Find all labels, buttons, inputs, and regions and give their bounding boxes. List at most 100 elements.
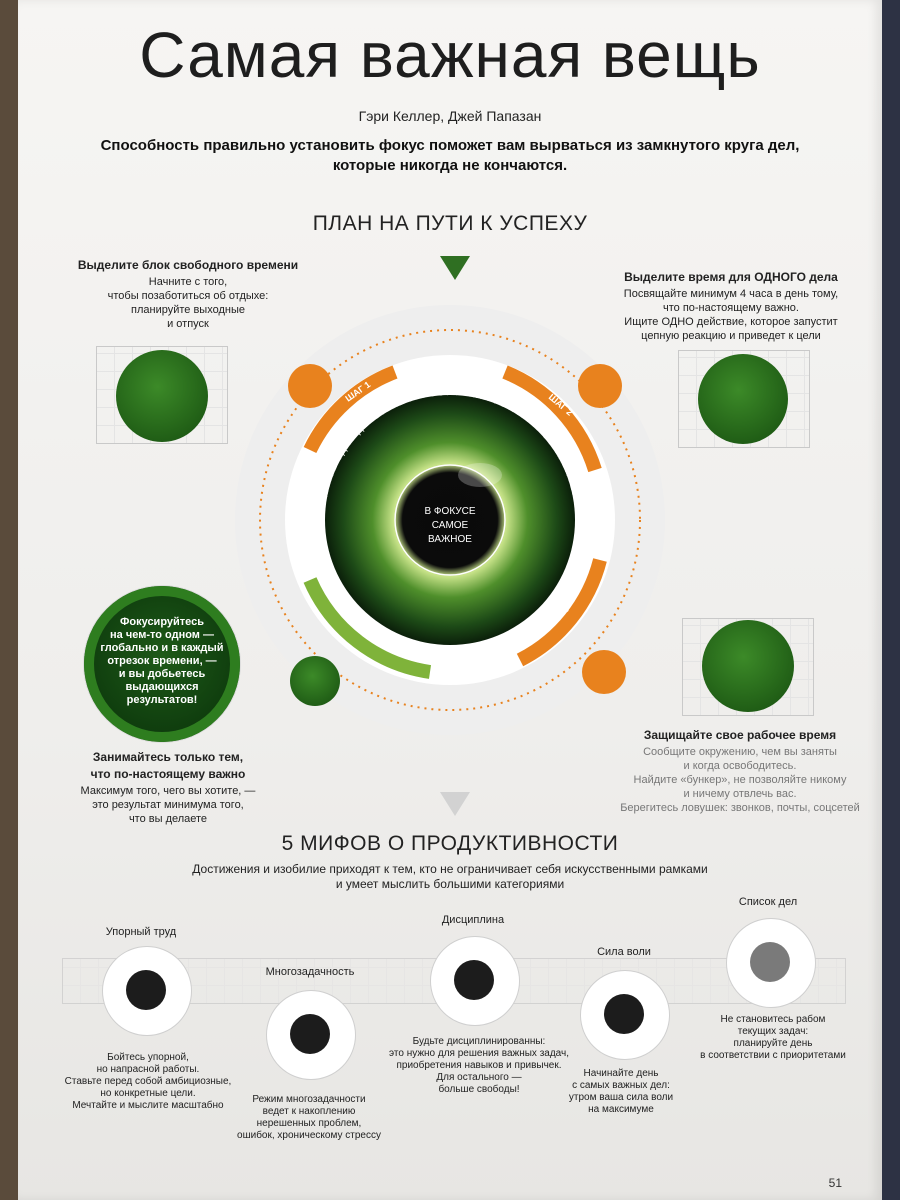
block-heading: Выделите блок свободного времени: [77, 258, 299, 272]
block-important: Занимайтесь только тем, что по-настоящем…: [68, 750, 268, 826]
myth-line: но конкретные цели.: [100, 1088, 196, 1099]
step1-arc: [303, 365, 398, 454]
myth-text: Бойтесь упорной, но напрасной работы. Ст…: [58, 1052, 238, 1112]
block-free-time: Выделите блок свободного времени Начните…: [68, 258, 308, 331]
block-line: Максимум того, чего вы хотите, —: [80, 785, 256, 797]
center-ring: [394, 464, 506, 576]
myth-text: Будьте дисциплинированны: это нужно для …: [374, 1036, 584, 1096]
plan-title: ПЛАН НА ПУТИ К УСПЕХУ: [312, 212, 588, 235]
block-line: Сообщите окружению, чем вы заняты: [643, 746, 837, 758]
grid-icon: [578, 364, 622, 408]
myth-line: Не становитесь рабом: [720, 1014, 826, 1025]
arrow-down-icon: [440, 256, 470, 280]
myth-line: Для остального —: [436, 1072, 522, 1083]
myth-text: Режим многозадачности ведет к накоплению…: [224, 1094, 394, 1142]
myth-line: ошибок, хроническому стрессу: [237, 1130, 381, 1141]
subtitle-line: Способность правильно установить фокус п…: [100, 137, 800, 154]
clock-check-icon: [582, 650, 626, 694]
center-line: ВАЖНОЕ: [428, 534, 472, 545]
block-line: что вы делаете: [128, 813, 208, 825]
subtitle-line: которые никогда не кончаются.: [332, 157, 568, 174]
block-heading: что по-настоящему важно: [90, 767, 246, 781]
myths-title: 5 МИФОВ О ПРОДУКТИВНОСТИ: [281, 832, 619, 855]
block-line: и ничему отвлечь вас.: [683, 788, 797, 800]
myth-text: Начинайте день с самых важных дел: утром…: [546, 1068, 696, 1116]
step3-arc: [516, 558, 607, 667]
focus-circle: [84, 586, 240, 742]
myth-label: Многозадачность: [265, 966, 355, 978]
myth-line: Мечтайте и мыслите масштабно: [72, 1100, 224, 1111]
myth-text: Не становитесь рабом текущих задач: план…: [688, 1014, 858, 1062]
block-heading: Защищайте свое рабочее время: [643, 728, 837, 742]
block-line: Найдите «бункер», не позволяйте никому: [633, 774, 847, 786]
myth-line: утром ваша сила воли: [568, 1092, 674, 1103]
hard-work-icon: [126, 970, 166, 1010]
block-protect-time: Защищайте свое рабочее время Сообщите ок…: [620, 728, 860, 815]
myth-line: приобретения навыков и привычек.: [396, 1060, 562, 1071]
myth-line: планируйте день: [733, 1038, 813, 1049]
focus-line: результатов!: [126, 694, 198, 706]
monitor-icon: [698, 354, 788, 444]
book-page: Самая важная вещь Гэри Келлер, Джей Папа…: [18, 0, 882, 1200]
myth-circle: [580, 970, 670, 1060]
myth-line: Будьте дисциплинированны:: [412, 1036, 546, 1047]
focus-line: на чем-то одном —: [110, 629, 214, 641]
myth-line: Ставьте перед собой амбициозные,: [64, 1076, 232, 1087]
myth-line: ведет к накоплению: [262, 1106, 356, 1117]
myth-label: Упорный труд: [105, 926, 177, 938]
block-line: что по-настоящему важно.: [663, 302, 799, 314]
myth-label: Сила воли: [597, 946, 651, 958]
myth-line: это нужно для решения важных задач,: [389, 1048, 569, 1059]
myth-line: на максимуме: [588, 1104, 654, 1115]
block-heading: Занимайтесь только тем,: [92, 750, 244, 764]
complete-arc: [303, 577, 432, 679]
block-line: это результат минимума того,: [92, 799, 244, 811]
multitasking-icon: [290, 1014, 330, 1054]
page-title: Самая важная вещь: [139, 19, 761, 91]
book-spine: [0, 0, 18, 1200]
myths-subtitle-line: Достижения и изобилие приходят к тем, кт…: [192, 862, 708, 876]
block-line: Посвящайте минимум 4 часа в день тому,: [623, 288, 839, 300]
calendar-clock-icon: [288, 364, 332, 408]
myth-line: текущих задач:: [737, 1026, 809, 1037]
myth-line: Бойтесь упорной,: [107, 1052, 189, 1063]
myth-line: в соответствии с приоритетами: [700, 1050, 846, 1061]
myth-line: больше свободы!: [438, 1084, 520, 1095]
subtitle: Способность правильно установить фокус п…: [78, 136, 822, 176]
book-cover-edge: [882, 0, 900, 1200]
focus-diagram: КАКОЕ ОДНО ДЕЙСТВИЕ УПРОСТИТ ИЛИ УСТРАНИ…: [235, 305, 665, 735]
center-line: САМОЕ: [432, 520, 469, 531]
myth-label: Дисциплина: [441, 914, 505, 926]
focus-line: Фокусируйтесь: [119, 616, 205, 628]
focus-line: глобально и в каждый: [100, 642, 224, 654]
focus-line: и вы добьетесь: [118, 668, 206, 680]
authors: Гэри Келлер, Джей Папазан: [358, 108, 542, 124]
myth-line: Начинайте день: [583, 1068, 659, 1079]
eye-iris: [325, 395, 575, 645]
discipline-icon: [454, 960, 494, 1000]
arrow-down-icon: [440, 792, 470, 816]
block-line: и отпуск: [167, 318, 209, 330]
block-line: цепную реакцию и приведет к цели: [641, 330, 821, 342]
focus-circle-text: Фокусируйтесь на чем-то одном — глобальн…: [98, 616, 226, 707]
block-line: планируйте выходные: [131, 304, 245, 316]
myths-subtitle-line: и умеет мыслить большими категориями: [335, 877, 565, 891]
block-line: Ищите ОДНО действие, которое запустит: [624, 316, 838, 328]
page-number: 51: [828, 1176, 842, 1190]
dotted-ring: [259, 329, 641, 711]
step2-arc: [502, 365, 602, 473]
myth-line: но напрасной работы.: [96, 1064, 200, 1075]
block-line: Начните с того,: [148, 276, 228, 288]
block-heading: Выделите время для ОДНОГО дела: [624, 270, 838, 284]
focus-line: выдающихся: [125, 681, 199, 693]
myth-line: нерешенных проблем,: [256, 1118, 362, 1129]
myth-line: с самых важных дел:: [572, 1080, 670, 1091]
calendar-icon: [116, 350, 208, 442]
block-line: и когда освободитесь.: [683, 760, 797, 772]
myth-line: Режим многозадачности: [252, 1094, 366, 1105]
center-line: В ФОКУСЕ: [424, 506, 475, 517]
clock-shield-icon: [702, 620, 794, 712]
todo-list-icon: [750, 942, 790, 982]
block-line: Берегитесь ловушек: звонков, почты, соцс…: [620, 802, 860, 814]
willpower-icon: [604, 994, 644, 1034]
